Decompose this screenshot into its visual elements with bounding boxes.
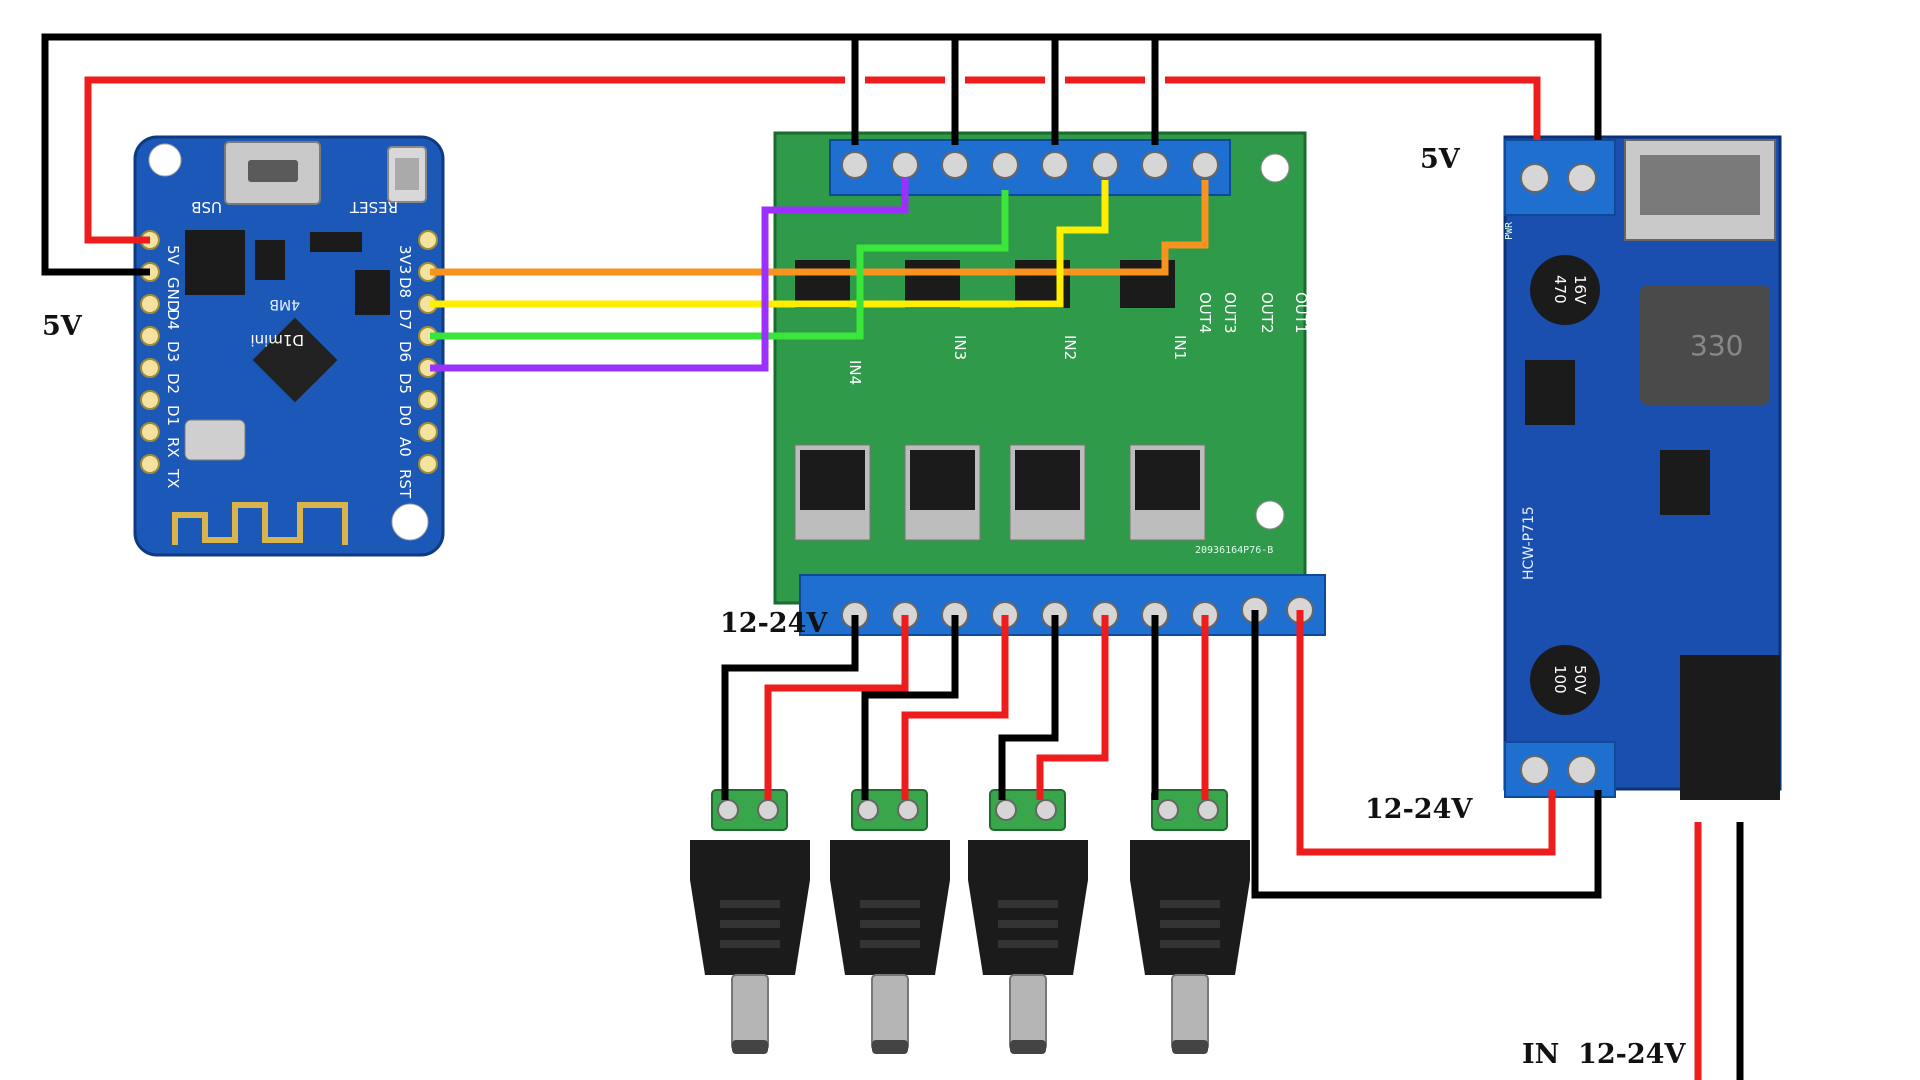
output-label-out4: OUT4	[1196, 292, 1214, 334]
pwr-label: PWR	[1504, 221, 1515, 240]
wires	[41, 33, 1744, 1080]
left-pin-label-d4: D4	[164, 309, 182, 330]
cap-top-voltage: 16V	[1571, 275, 1589, 305]
reset-silk-label: RESET	[349, 198, 398, 216]
output-label-out2: OUT2	[1258, 292, 1276, 334]
usb-silk-label: USB	[191, 198, 222, 216]
wire-d6-green	[430, 190, 1009, 340]
left-pin-label-d2: D2	[164, 373, 182, 394]
wire-supply-positive	[1296, 610, 1556, 856]
mosfet-transistors	[794, 444, 1206, 541]
crystal	[184, 419, 246, 461]
dc-male-connector-3	[968, 789, 1088, 1054]
wire-d7-yellow	[430, 180, 1109, 308]
wire-out-ch3-positive	[901, 615, 1009, 800]
right-pin-label-d8: D8	[396, 277, 414, 298]
right-pin-label-d7: D7	[396, 309, 414, 330]
right-pin-label-rst: RST	[396, 469, 414, 499]
left-pin-label-5v: 5V	[164, 245, 182, 266]
wire-d5-purple	[430, 178, 909, 372]
wire-d8-orange	[430, 180, 1209, 276]
board-silk-label: D1mini	[250, 331, 304, 349]
chip-silk-label: 4MB	[269, 296, 300, 312]
right-pin-label-d0: D0	[396, 405, 414, 426]
right-pin-label-d6: D6	[396, 341, 414, 362]
optocoupler-3	[905, 260, 960, 308]
dc-male-connector-1	[690, 789, 810, 1054]
dc-male-connector-4	[1130, 789, 1250, 1054]
wire-out-ch3-ground	[861, 615, 959, 800]
channel-label-in3: IN3	[951, 335, 969, 360]
cap-bottom-value: 100	[1551, 665, 1569, 694]
flash-chip	[185, 230, 245, 295]
esp8266-chip	[252, 317, 338, 403]
cap-top-value: 470	[1551, 275, 1569, 304]
channel-label-in2: IN2	[1061, 335, 1079, 360]
capacitor-100uf	[1530, 645, 1600, 715]
wire-out-ch2-positive	[1036, 615, 1109, 800]
wire-supply-ground	[1251, 610, 1602, 899]
capacitor-470uf	[1530, 255, 1600, 325]
inductor	[1640, 285, 1770, 405]
cap-bottom-voltage: 50V	[1571, 665, 1589, 695]
channel-label-in1: IN1	[1171, 335, 1189, 360]
pcb-antenna	[172, 502, 348, 545]
inductor-label: 330	[1690, 329, 1743, 362]
wire-out-ch2-ground	[998, 615, 1059, 800]
right-pin-label-d5: D5	[396, 373, 414, 394]
left-pin-label-tx: TX	[164, 468, 182, 488]
right-5v-label: 5V	[1420, 144, 1461, 175]
left-pin-label-d3: D3	[164, 341, 182, 362]
wire-5v-ground	[41, 33, 1602, 276]
output-supply-label: 12-24V	[1365, 794, 1473, 825]
output-label-out1: OUT1	[1292, 292, 1310, 334]
left-5v-label: 5V	[42, 311, 83, 342]
right-pin-label-a0: A0	[396, 437, 414, 457]
left-pin-label-rx: RX	[164, 437, 182, 458]
wire-out-ch4-positive	[764, 615, 909, 800]
left-pin-label-d1: D1	[164, 405, 182, 426]
input-supply-label: IN 12-24V	[1522, 1039, 1686, 1070]
wire-5v-positive	[84, 76, 1541, 244]
left-pin-label-gnd: GND	[164, 277, 182, 311]
output-label-out3: OUT3	[1221, 292, 1239, 334]
dc-barrel-jack	[1680, 655, 1780, 800]
buck-converter-board: 470 16V 330 HCW-P715 PWR 100 50V	[1503, 135, 1782, 800]
dc-connectors	[690, 789, 1250, 1054]
mosfet-supply-label: 12-24V	[720, 608, 828, 639]
right-pin-label-3v3: 3V3	[396, 245, 414, 274]
input-terminal-block	[829, 139, 1231, 196]
converter-model-label: HCW-P715	[1521, 506, 1537, 580]
optocoupler-4	[795, 260, 850, 308]
channel-label-in4: IN4	[846, 360, 864, 385]
dc-male-connector-2	[830, 789, 950, 1054]
wire-out-ch4-ground	[721, 615, 859, 800]
mosfet-board-serial: 20936164P76-B	[1195, 545, 1273, 556]
